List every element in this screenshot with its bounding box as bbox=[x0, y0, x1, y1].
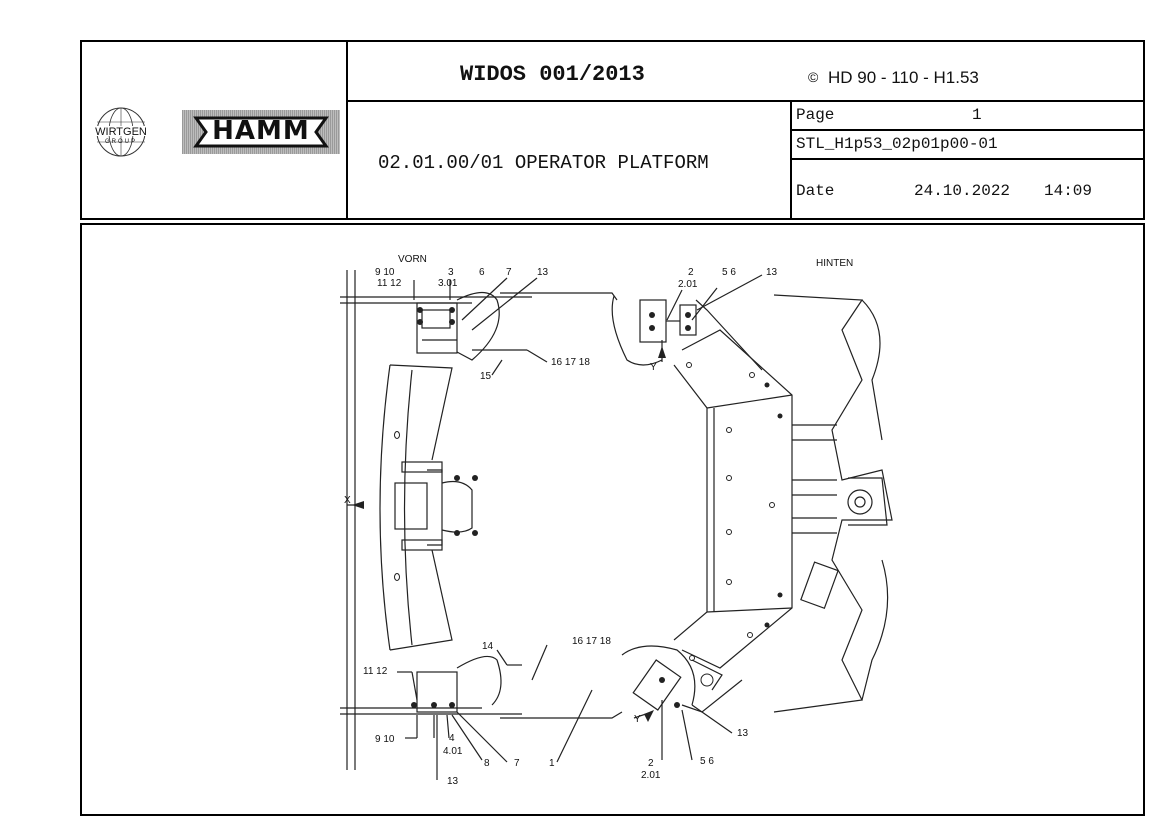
label-y-bottom: Y bbox=[634, 714, 641, 725]
title-block: WIRTGEN GROUP HAMM WIDOS 001/2013 © HD 9… bbox=[80, 40, 1145, 220]
callout-4-01: 4.01 bbox=[443, 746, 463, 757]
y-bottom-arrow-icon bbox=[644, 710, 654, 722]
callout-13-top-left: 13 bbox=[537, 267, 549, 278]
group-text: GROUP bbox=[105, 139, 137, 145]
logo-cell: WIRTGEN GROUP HAMM bbox=[82, 42, 346, 218]
callout-7-top: 7 bbox=[506, 267, 512, 278]
date-value: 24.10.2022 bbox=[914, 182, 1011, 200]
callout-3: 3 bbox=[448, 267, 454, 278]
x-arrow-icon bbox=[352, 501, 364, 509]
file-code: STL_H1p53_02p01p00-01 bbox=[796, 135, 998, 153]
callout-4: 4 bbox=[449, 733, 455, 744]
copyright-icon: © bbox=[808, 69, 819, 85]
page-number: 1 bbox=[972, 106, 982, 124]
callout-8: 8 bbox=[484, 758, 490, 769]
hamm-logo: HAMM bbox=[182, 110, 340, 154]
callout-1: 1 bbox=[549, 758, 555, 769]
label-vorn: VORN bbox=[398, 254, 427, 265]
callout-9-10-bottom: 9 10 bbox=[375, 734, 395, 745]
callout-3-01: 3.01 bbox=[438, 278, 458, 289]
callout-9-10-top: 9 10 bbox=[375, 267, 395, 278]
time-value: 14:09 bbox=[1044, 182, 1093, 200]
callout-11-12-top: 11 12 bbox=[377, 278, 402, 289]
callout-2-01-bottom: 2.01 bbox=[641, 770, 661, 781]
date-label: Date bbox=[796, 182, 835, 200]
operator-platform-drawing: VORN HINTEN X Y Y 9 10 11 12 3 3.01 6 7 … bbox=[340, 254, 893, 787]
model-designation: HD 90 - 110 - H1.53 bbox=[828, 68, 979, 87]
callout-2-top: 2 bbox=[688, 267, 694, 278]
hamm-text: HAMM bbox=[212, 116, 310, 146]
label-y-top: Y bbox=[650, 362, 657, 373]
callout-7-bottom: 7 bbox=[514, 758, 520, 769]
label-hinten: HINTEN bbox=[816, 258, 853, 269]
callout-13-top-right: 13 bbox=[766, 267, 778, 278]
document-id: WIDOS 001/2013 bbox=[460, 62, 645, 87]
drawing-frame: VORN HINTEN X Y Y 9 10 11 12 3 3.01 6 7 … bbox=[80, 223, 1145, 816]
callout-2-01-top: 2.01 bbox=[678, 279, 698, 290]
callout-13-bottom-left: 13 bbox=[447, 776, 459, 787]
callout-14: 14 bbox=[482, 641, 494, 652]
callout-11-12-bottom: 11 12 bbox=[363, 666, 388, 677]
callout-2-bottom: 2 bbox=[648, 758, 654, 769]
page-label: Page bbox=[796, 106, 835, 124]
hamm-logo-shape bbox=[193, 116, 329, 148]
callout-16-17-18-bottom: 16 17 18 bbox=[572, 636, 611, 647]
label-x-axis: X bbox=[344, 495, 351, 506]
wirtgen-group-logo: WIRTGEN GROUP bbox=[89, 107, 153, 157]
callout-5-6-bottom: 5 6 bbox=[700, 756, 714, 767]
drawing-title: 02.01.00/01 OPERATOR PLATFORM bbox=[378, 152, 709, 174]
callout-13-bottom-right: 13 bbox=[737, 728, 749, 739]
wirtgen-text: WIRTGEN bbox=[95, 126, 147, 138]
callout-15: 15 bbox=[480, 371, 492, 382]
callout-6-top: 6 bbox=[479, 267, 485, 278]
callout-16-17-18-top: 16 17 18 bbox=[551, 357, 590, 368]
callout-5-6-top: 5 6 bbox=[722, 267, 736, 278]
y-top-arrow-icon bbox=[658, 346, 666, 358]
